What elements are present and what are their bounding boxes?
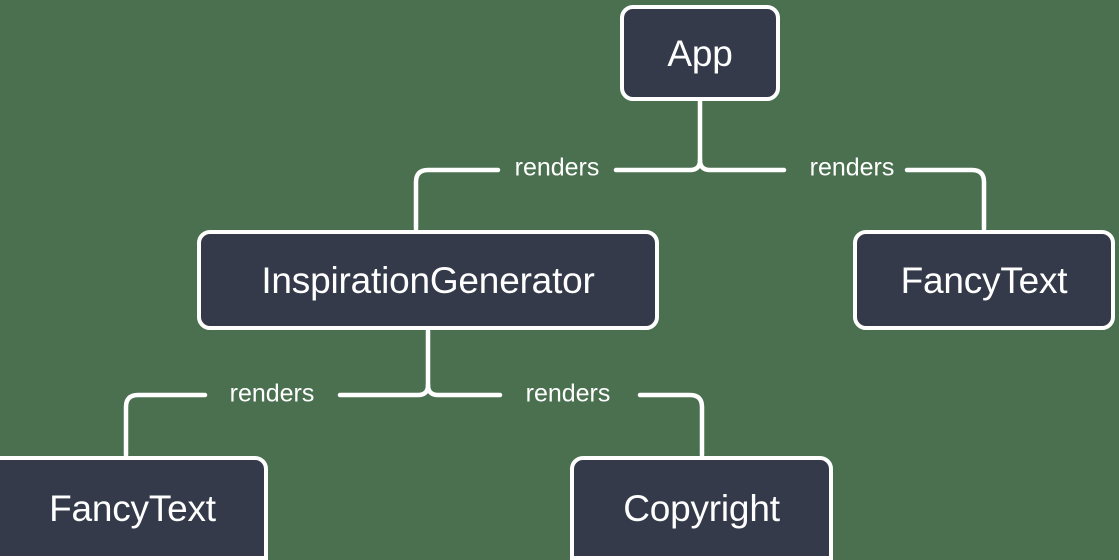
node-inspirationgenerator[interactable]: InspirationGenerator xyxy=(197,230,659,330)
connector-inspirationgenerator-to-copyright xyxy=(637,392,705,458)
connector-app-to-fancytext-top xyxy=(904,167,987,232)
connector-app-trunk-right xyxy=(697,157,787,173)
connector-inspirationgenerator-to-fancytext-bottom xyxy=(123,392,208,458)
edge-label-app-to-fancytext-top: renders xyxy=(809,153,895,182)
node-fancytext-top[interactable]: FancyText xyxy=(853,230,1115,330)
node-fancytext-bottom-label: FancyText xyxy=(49,487,216,529)
connector-inspirationgenerator-trunk-right xyxy=(425,382,503,398)
node-copyright[interactable]: Copyright xyxy=(570,456,833,560)
node-fancytext-top-label: FancyText xyxy=(900,259,1068,301)
edge-label-inspirationgenerator-to-fancytext-bottom: renders xyxy=(229,379,315,408)
node-fancytext-bottom[interactable]: FancyText xyxy=(0,456,268,560)
connector-app-to-inspirationgenerator xyxy=(413,167,501,232)
node-app-label: App xyxy=(667,32,733,74)
node-inspirationgenerator-label: InspirationGenerator xyxy=(261,259,595,301)
connector-app-trunk xyxy=(613,98,703,173)
edge-label-app-to-inspirationgenerator: renders xyxy=(514,153,600,182)
node-copyright-label: Copyright xyxy=(623,487,780,529)
connector-inspirationgenerator-trunk xyxy=(337,328,431,398)
node-app[interactable]: App xyxy=(620,5,780,101)
edge-label-inspirationgenerator-to-copyright: renders xyxy=(525,379,611,408)
